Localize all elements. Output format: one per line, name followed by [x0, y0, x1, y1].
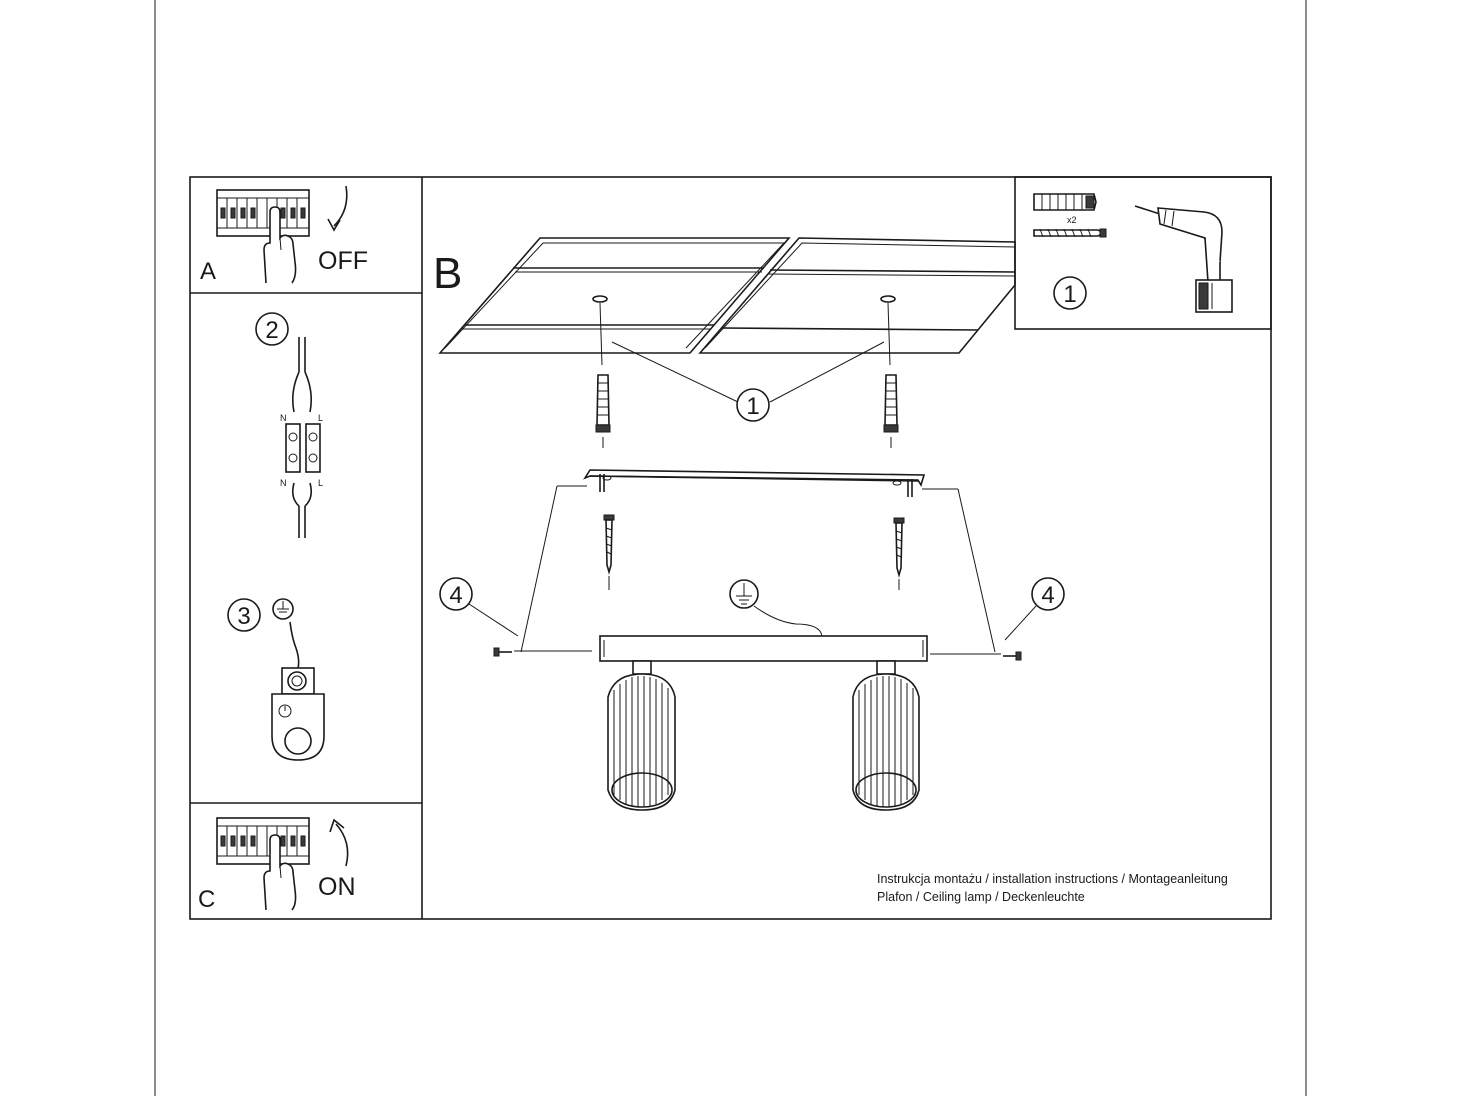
breaker-panel-icon [216, 817, 310, 865]
drill-hole-right [880, 295, 896, 303]
panel-a: A OFF [190, 185, 422, 294]
terminal-block-step: 2 N L N L [255, 312, 323, 538]
ceiling-slab-left [438, 237, 791, 354]
step-1-number: 1 [746, 393, 759, 420]
screw-pack-icon [1033, 228, 1107, 238]
step-4-marker-left [439, 577, 473, 611]
drill-icon [1134, 205, 1233, 313]
terminal-connector-right [305, 423, 321, 473]
down-arrow-head-icon [327, 218, 341, 232]
terminal-l-top: L [318, 413, 323, 423]
panel-a-off-label: OFF [318, 247, 368, 275]
panel-a-letter: A [200, 258, 216, 285]
step-3-marker [227, 598, 261, 632]
panel-b-letter: B [433, 249, 462, 298]
hand-icon [263, 834, 297, 911]
screw-right [893, 517, 905, 590]
earth-connection-step: 3 [227, 598, 325, 761]
breaker-panel-icon [216, 189, 310, 237]
terminal-n-top: N [280, 413, 287, 423]
step-4-marker-right [1031, 577, 1065, 611]
panel-b: B 1 [433, 237, 1228, 904]
screw-left [603, 514, 615, 590]
step-4-number-right: 4 [1041, 582, 1054, 609]
panel-c: C ON [190, 802, 422, 913]
spotlight-right [852, 660, 920, 811]
panel-c-letter: C [198, 886, 215, 913]
step-3-number: 3 [237, 603, 250, 630]
footer-instructions-title: Instrukcja montażu / installation instru… [877, 872, 1228, 886]
earth-symbol-icon [272, 598, 294, 620]
spotlight-left [607, 660, 676, 811]
step-2-number: 2 [265, 317, 278, 344]
hand-icon [263, 206, 297, 284]
wall-plug-left [595, 374, 611, 448]
diagram-frame [189, 176, 1272, 920]
side-screw-right [930, 651, 1022, 661]
up-arrow-icon [335, 823, 349, 867]
drill-hole-left [592, 295, 608, 303]
panel-c-on-label: ON [318, 873, 356, 901]
terminal-connector-left [285, 423, 301, 473]
anchor-quantity: x2 [1067, 215, 1077, 225]
lamp-base-bar [599, 635, 928, 662]
earth-symbol-icon [729, 579, 759, 609]
footer-product-name: Plafon / Ceiling lamp / Deckenleuchte [877, 890, 1085, 904]
step-4-number-left: 4 [449, 582, 462, 609]
wall-plug-right [883, 374, 899, 448]
earth-bracket [271, 693, 325, 761]
terminal-l-bottom: L [318, 478, 323, 488]
wall-plug-pack-icon [1033, 193, 1097, 211]
down-arrow-icon [333, 185, 348, 227]
tools-panel: x2 1 [1014, 176, 1272, 330]
side-screw-left [493, 647, 592, 657]
step-2-marker [255, 312, 289, 346]
tools-step-1-number: 1 [1063, 281, 1076, 308]
mounting-bracket [583, 469, 926, 497]
ceiling-slab-right [698, 237, 1016, 354]
terminal-n-bottom: N [280, 478, 287, 488]
tools-step-1-marker [1053, 276, 1087, 310]
step-1-marker [736, 388, 770, 422]
up-arrow-head-icon [329, 818, 345, 833]
